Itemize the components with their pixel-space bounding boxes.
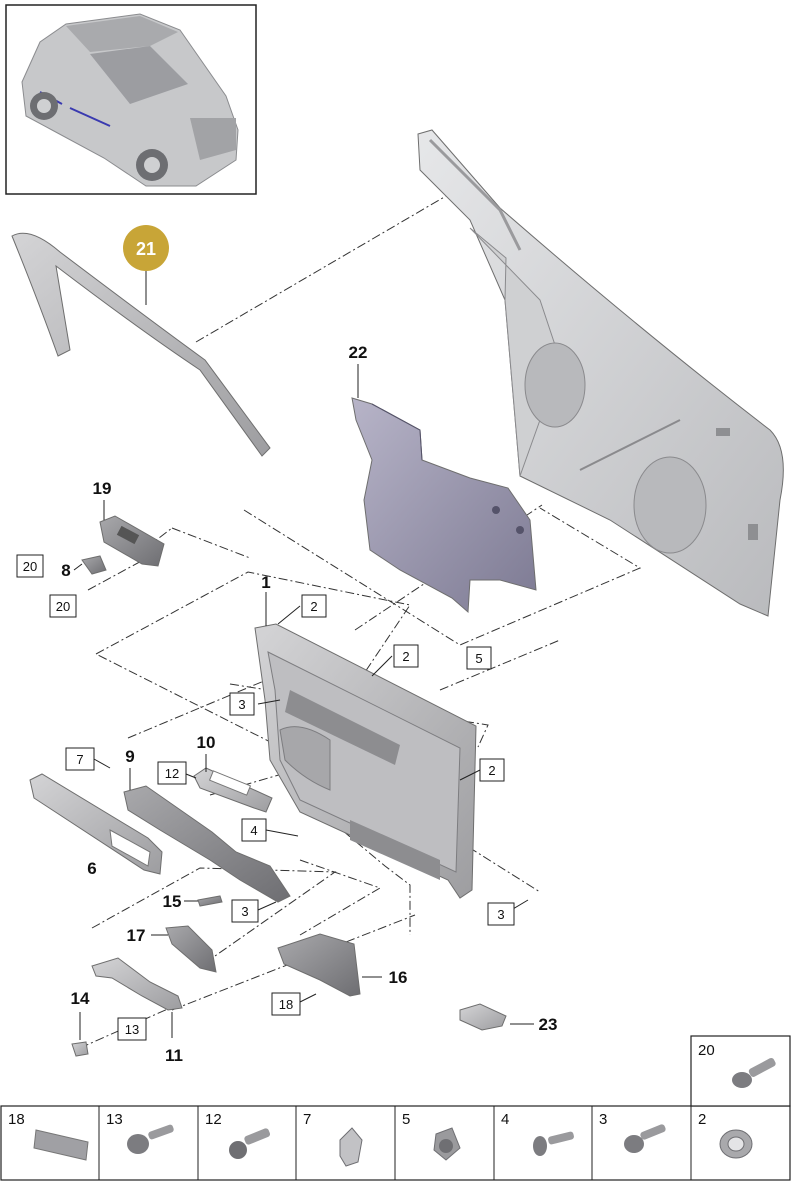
part-21-window-channel-seal[interactable] xyxy=(11,232,271,457)
svg-text:5: 5 xyxy=(475,651,482,666)
ref-box-20-upper[interactable]: 20 xyxy=(16,554,44,578)
ref-box-3-upper[interactable]: 3 xyxy=(229,692,255,716)
grommet-icon xyxy=(719,1129,753,1159)
grid-cell-18[interactable]: 18 xyxy=(8,1111,89,1161)
svg-text:20: 20 xyxy=(23,559,37,574)
callout-labels: 22 19 8 1 9 10 6 15 17 16 14 23 11 xyxy=(61,343,557,1065)
screw-icon xyxy=(732,1057,776,1088)
screw-icon xyxy=(533,1131,574,1156)
expanding-nut-icon xyxy=(433,1127,461,1161)
callout-14[interactable]: 14 xyxy=(71,989,90,1008)
callout-19[interactable]: 19 xyxy=(93,479,112,498)
callout-17[interactable]: 17 xyxy=(127,926,146,945)
grid-cell-3[interactable]: 3 xyxy=(599,1111,667,1153)
grid-cell-12[interactable]: 12 xyxy=(205,1111,271,1159)
fastener-grid: 20 18 13 12 xyxy=(0,1035,791,1181)
svg-text:7: 7 xyxy=(76,752,83,767)
svg-text:18: 18 xyxy=(8,1111,25,1128)
part-19-switch-bracket[interactable] xyxy=(99,515,165,567)
part-door-shell[interactable] xyxy=(417,129,784,617)
svg-text:12: 12 xyxy=(205,1111,222,1128)
ref-box-2-middle[interactable]: 2 xyxy=(393,644,419,668)
svg-text:13: 13 xyxy=(106,1111,123,1128)
part-16-storage-bin[interactable] xyxy=(277,933,361,997)
part-15-cover-cap[interactable] xyxy=(197,895,223,907)
callout-21: 21 xyxy=(136,239,156,259)
svg-text:2: 2 xyxy=(698,1111,706,1128)
screw-icon xyxy=(127,1124,174,1154)
ref-box-12[interactable]: 12 xyxy=(157,761,187,785)
callout-1[interactable]: 1 xyxy=(261,573,270,592)
adhesive-pad-icon xyxy=(33,1129,89,1161)
screw-icon xyxy=(229,1128,271,1159)
svg-text:4: 4 xyxy=(501,1111,509,1128)
screw-icon xyxy=(624,1124,666,1153)
clip-icon xyxy=(339,1127,363,1167)
ref-box-7[interactable]: 7 xyxy=(65,747,95,771)
callout-9[interactable]: 9 xyxy=(125,747,134,766)
svg-text:3: 3 xyxy=(599,1111,607,1128)
svg-text:5: 5 xyxy=(402,1111,410,1128)
svg-text:20: 20 xyxy=(56,599,70,614)
ref-box-3-middle[interactable]: 3 xyxy=(231,899,259,923)
svg-text:2: 2 xyxy=(310,599,317,614)
callout-6[interactable]: 6 xyxy=(87,859,96,878)
svg-text:4: 4 xyxy=(250,823,257,838)
svg-text:13: 13 xyxy=(125,1022,139,1037)
grid-cell-13[interactable]: 13 xyxy=(106,1111,175,1154)
part-23-damping-pad[interactable] xyxy=(459,1003,507,1031)
callout-15[interactable]: 15 xyxy=(163,892,182,911)
vehicle-thumbnail xyxy=(5,4,257,195)
grid-cell-7[interactable]: 7 xyxy=(303,1111,363,1167)
callout-11[interactable]: 11 xyxy=(165,1046,183,1065)
svg-text:20: 20 xyxy=(698,1042,715,1059)
callout-10[interactable]: 10 xyxy=(197,733,216,752)
grid-cell-2[interactable]: 2 xyxy=(698,1111,753,1159)
ref-box-13[interactable]: 13 xyxy=(117,1017,147,1041)
svg-text:2: 2 xyxy=(402,649,409,664)
ref-box-2-lower[interactable]: 2 xyxy=(479,758,505,782)
svg-text:7: 7 xyxy=(303,1111,311,1128)
ref-box-18[interactable]: 18 xyxy=(271,992,301,1016)
part-14-handle-cover[interactable] xyxy=(71,1041,89,1057)
grid-cell-4[interactable]: 4 xyxy=(501,1111,575,1156)
part-1-door-trim-panel[interactable] xyxy=(254,623,477,899)
highlight-badge-21[interactable]: 21 xyxy=(123,225,169,271)
callout-22[interactable]: 22 xyxy=(349,343,368,362)
callout-16[interactable]: 16 xyxy=(389,968,408,987)
svg-text:2: 2 xyxy=(488,763,495,778)
part-8-clip[interactable] xyxy=(81,555,107,575)
boxed-references: 20 20 2 2 5 3 7 12 xyxy=(16,554,515,1041)
part-6-decorative-trim[interactable] xyxy=(29,773,163,875)
ref-box-2-top[interactable]: 2 xyxy=(301,594,327,618)
callout-23[interactable]: 23 xyxy=(539,1015,558,1034)
ref-box-20-lower[interactable]: 20 xyxy=(49,594,77,618)
svg-text:3: 3 xyxy=(497,907,504,922)
grid-cell-5[interactable]: 5 xyxy=(402,1111,461,1161)
leader-lines xyxy=(73,270,534,1040)
svg-text:3: 3 xyxy=(238,697,245,712)
ref-box-4[interactable]: 4 xyxy=(241,818,267,842)
svg-text:12: 12 xyxy=(165,766,179,781)
svg-text:18: 18 xyxy=(279,997,293,1012)
part-10-switch-frame[interactable] xyxy=(193,767,273,813)
ref-box-5[interactable]: 5 xyxy=(466,646,492,670)
callout-8[interactable]: 8 xyxy=(61,561,70,580)
grid-cell-20[interactable]: 20 xyxy=(698,1042,777,1088)
svg-text:3: 3 xyxy=(241,904,248,919)
part-22-insulation-film[interactable] xyxy=(351,397,537,614)
ref-box-3-right[interactable]: 3 xyxy=(487,902,515,926)
part-17-trim-piece[interactable] xyxy=(165,925,217,973)
part-11-pull-handle[interactable] xyxy=(91,957,183,1011)
part-9-armrest[interactable] xyxy=(123,785,291,903)
